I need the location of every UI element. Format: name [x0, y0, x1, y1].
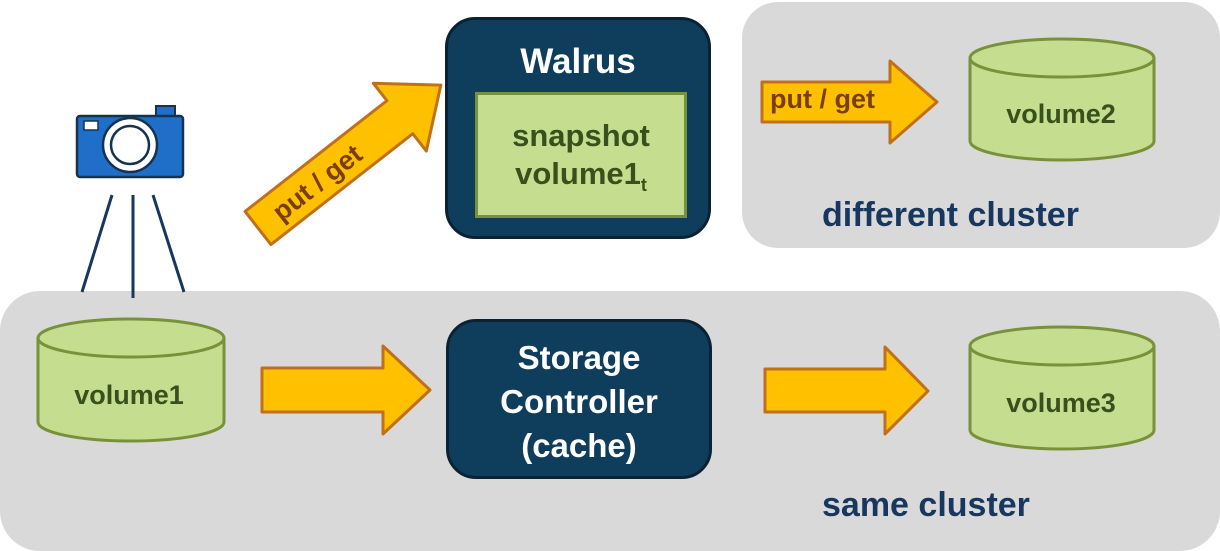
volume1-cylinder[interactable]: volume1	[36, 317, 226, 443]
different-cluster-caption: different cluster	[822, 196, 1079, 234]
walrus-box[interactable]: Walrus snapshot volume1t	[445, 17, 711, 239]
volume2-label: volume2	[1006, 99, 1116, 129]
snapshot-volume-label: volume1t	[478, 155, 684, 204]
volume3-cylinder[interactable]: volume3	[968, 325, 1156, 451]
snapshot-label: snapshot	[512, 118, 650, 153]
storage-controller-line3: (cache)	[521, 427, 637, 464]
same-cluster-caption: same cluster	[822, 486, 1030, 524]
volume2-cylinder[interactable]: volume2	[968, 37, 1156, 162]
camera-icon	[75, 105, 185, 179]
arrow-volume1-to-controller	[260, 344, 432, 436]
storage-controller-line1: Storage	[517, 339, 641, 376]
snapshot-box[interactable]: snapshot volume1t	[475, 92, 687, 218]
volume3-label: volume3	[1006, 388, 1116, 418]
volume1-label: volume1	[74, 380, 184, 410]
arrow-put-get-different-cluster: put / get	[760, 59, 939, 145]
snapshot-subscript: t	[640, 175, 647, 196]
arrow-controller-to-volume3	[763, 345, 930, 436]
tripod	[80, 194, 186, 298]
snapshot-volume-name: volume1	[515, 156, 641, 191]
arrow-put-get-walrus: put / get	[243, 81, 443, 247]
arrow-put-get-label-right: put / get	[770, 84, 875, 114]
storage-controller-line2: Controller	[500, 383, 658, 420]
walrus-title: Walrus	[520, 42, 636, 81]
storage-controller-box[interactable]: Storage Controller (cache)	[446, 319, 712, 479]
